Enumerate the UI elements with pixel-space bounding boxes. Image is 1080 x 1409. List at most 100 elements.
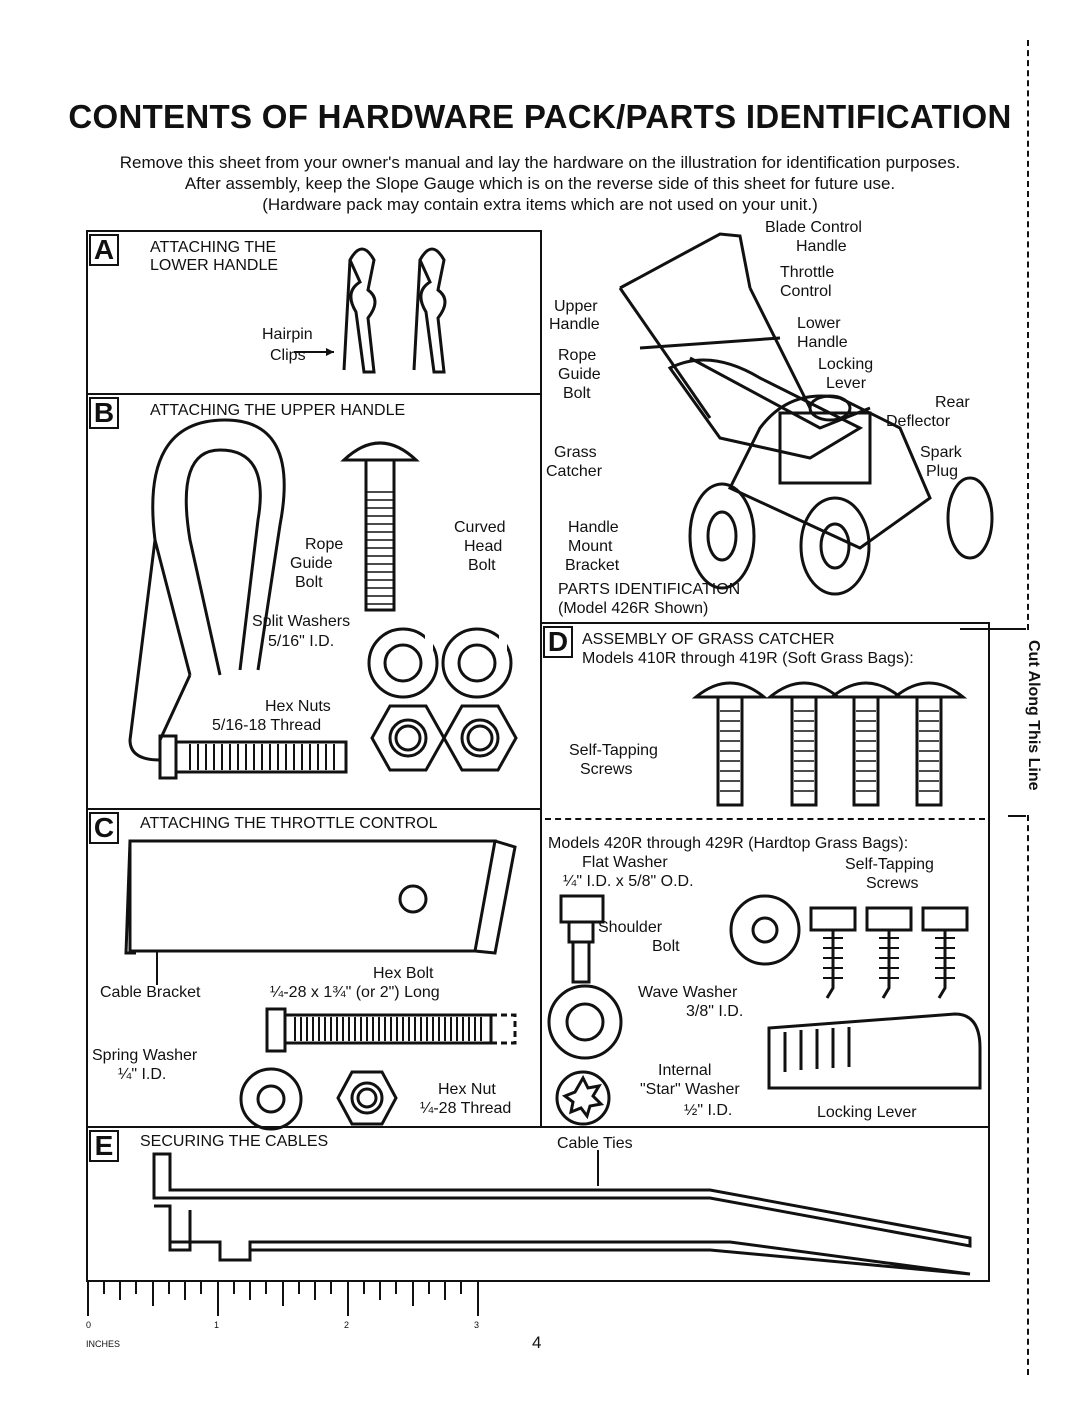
throttle-label-1: Throttle bbox=[780, 264, 835, 281]
curved-head-bolt-drawing bbox=[340, 441, 420, 612]
self-tapping-label-1: Self-Tapping bbox=[569, 742, 658, 759]
parts-id-model: (Model 426R Shown) bbox=[558, 600, 709, 617]
curved-head-bolt-label-3: Bolt bbox=[468, 557, 496, 574]
hex-bolt-label-1: Hex Bolt bbox=[373, 965, 434, 982]
shoulder-bolt-and-washer-drawing bbox=[559, 894, 801, 984]
inch-ruler bbox=[87, 1282, 479, 1316]
ruler-label-1: 1 bbox=[214, 1320, 220, 1330]
wave-washer-label-2: 3/8" I.D. bbox=[686, 1003, 744, 1020]
cut-line-label: Cut Along This Line bbox=[1025, 640, 1042, 791]
blade-control-label-1: Blade Control bbox=[765, 219, 862, 236]
lawn-mower-drawing bbox=[618, 232, 994, 596]
st2-label-1: Self-Tapping bbox=[845, 856, 934, 873]
handle-mount-label-1: Handle bbox=[568, 519, 619, 536]
intro-line-1: Remove this sheet from your owner's manu… bbox=[119, 153, 961, 172]
hex-bolt-label-2: ¼-28 x 1¾" (or 2") Long bbox=[270, 984, 440, 1001]
section-e-frame bbox=[86, 1126, 990, 1282]
section-a-heading-2: LOWER HANDLE bbox=[150, 257, 279, 274]
rope-guide-bolt-label-2: Guide bbox=[290, 555, 333, 572]
divider-ab bbox=[86, 393, 542, 395]
grass-catcher-label-1: Grass bbox=[554, 444, 597, 461]
curved-head-bolt-label-1: Curved bbox=[454, 519, 506, 536]
self-tapping-label-2: Screws bbox=[580, 761, 633, 778]
cut-dashes-bottom bbox=[1027, 815, 1029, 1375]
section-a-letter: A bbox=[89, 234, 119, 266]
divider-bc bbox=[86, 808, 542, 810]
spark-plug-label-2: Plug bbox=[926, 463, 959, 480]
locking-lever-label-1: Locking bbox=[818, 356, 874, 373]
lower-handle-label-1: Lower bbox=[797, 315, 841, 332]
hex-bolt-drawing bbox=[265, 1007, 517, 1053]
section-d-heading: ASSEMBLY OF GRASS CATCHER bbox=[582, 631, 835, 648]
page-title: CONTENTS OF HARDWARE PACK/PARTS IDENTIFI… bbox=[68, 98, 1012, 135]
flat-washer-label-1: Flat Washer bbox=[582, 854, 668, 871]
lower-handle-label-2: Handle bbox=[797, 334, 848, 351]
hex-nut-label-2: ¼-28 Thread bbox=[420, 1100, 512, 1117]
section-c-letter: C bbox=[89, 812, 119, 844]
section-b-heading: ATTACHING THE UPPER HANDLE bbox=[150, 402, 406, 419]
star-washer-label-1: Internal bbox=[658, 1062, 712, 1079]
cut-leader-1 bbox=[960, 628, 1026, 630]
spring-washer-drawing bbox=[239, 1067, 303, 1131]
st2-label-2: Screws bbox=[866, 875, 919, 892]
hairpin-clips-drawing bbox=[294, 247, 447, 374]
cable-bracket-label: Cable Bracket bbox=[100, 984, 201, 1001]
mower-rope-label-1: Rope bbox=[558, 347, 597, 364]
locking-lever-drawing bbox=[767, 1012, 982, 1090]
locking-lever-label-2: Lever bbox=[826, 375, 867, 392]
handle-mount-label-2: Mount bbox=[568, 538, 613, 555]
star-washer-label-2: "Star" Washer bbox=[640, 1081, 740, 1098]
hex-screws-drawing bbox=[809, 906, 969, 999]
shoulder-bolt-label-1: Shoulder bbox=[598, 919, 663, 936]
intro-line-2: After assembly, keep the Slope Gauge whi… bbox=[184, 174, 896, 193]
section-d-letter: D bbox=[543, 626, 573, 658]
ruler-label-3: 3 bbox=[474, 1320, 480, 1330]
split-washers-label-1: Split Washers bbox=[252, 613, 351, 630]
ruler-label-2: 2 bbox=[344, 1320, 350, 1330]
parts-id-heading: PARTS IDENTIFICATION bbox=[558, 581, 741, 598]
cable-bracket-drawing bbox=[124, 839, 517, 985]
mower-rope-label-3: Bolt bbox=[563, 385, 591, 402]
ruler-label-0: 0 bbox=[86, 1320, 92, 1330]
spring-washer-label-1: Spring Washer bbox=[92, 1047, 198, 1064]
section-a-heading-1: ATTACHING THE bbox=[150, 239, 277, 256]
section-d-dashed-divider bbox=[545, 818, 985, 820]
cable-ties-label: Cable Ties bbox=[557, 1135, 633, 1152]
flat-washer-label-2: ¼" I.D. x 5/8" O.D. bbox=[563, 873, 694, 890]
spring-washer-label-2: ¼" I.D. bbox=[118, 1066, 167, 1083]
cut-dashes-top bbox=[1027, 40, 1029, 630]
handle-mount-label-3: Bracket bbox=[565, 557, 620, 574]
spark-plug-label-1: Spark bbox=[920, 444, 962, 461]
intro-line-3: (Hardware pack may contain extra items w… bbox=[262, 195, 818, 214]
hex-nuts-label-2: 5/16-18 Thread bbox=[212, 717, 322, 734]
grass-catcher-label-2: Catcher bbox=[546, 463, 603, 480]
ruler-unit: INCHES bbox=[86, 1339, 121, 1349]
models-hard-label: Models 420R through 429R (Hardtop Grass … bbox=[548, 835, 909, 852]
hex-nuts-drawing bbox=[370, 704, 518, 772]
rope-guide-bolt-label-1: Rope bbox=[305, 536, 344, 553]
throttle-label-2: Control bbox=[780, 283, 832, 300]
rope-guide-bolt-drawing bbox=[128, 418, 348, 780]
cable-ties-drawing bbox=[152, 1150, 972, 1276]
hex-nuts-label-1: Hex Nuts bbox=[265, 698, 331, 715]
wave-washer-label-1: Wave Washer bbox=[638, 984, 738, 1001]
hex-nut-label-1: Hex Nut bbox=[438, 1081, 496, 1098]
section-e-heading: SECURING THE CABLES bbox=[140, 1133, 329, 1150]
hairpin-label-1: Hairpin bbox=[262, 326, 313, 343]
split-washers-label-2: 5/16" I.D. bbox=[268, 633, 335, 650]
curved-head-bolt-label-2: Head bbox=[464, 538, 503, 555]
upper-handle-label-2: Handle bbox=[549, 316, 600, 333]
self-tapping-screws-drawing bbox=[691, 681, 968, 807]
cut-leader-2 bbox=[1008, 815, 1026, 817]
rear-deflector-label-2: Deflector bbox=[886, 413, 951, 430]
wave-washer-drawing bbox=[547, 984, 623, 1060]
hex-nut-drawing bbox=[336, 1070, 398, 1126]
section-c-heading: ATTACHING THE THROTTLE CONTROL bbox=[140, 815, 438, 832]
section-e-letter: E bbox=[89, 1130, 119, 1162]
star-washer-label-3: ½" I.D. bbox=[684, 1102, 733, 1119]
star-washer-drawing bbox=[555, 1070, 611, 1126]
section-b-letter: B bbox=[89, 397, 119, 429]
rear-deflector-label-1: Rear bbox=[935, 394, 970, 411]
mower-rope-label-2: Guide bbox=[558, 366, 601, 383]
shoulder-bolt-label-2: Bolt bbox=[652, 938, 680, 955]
